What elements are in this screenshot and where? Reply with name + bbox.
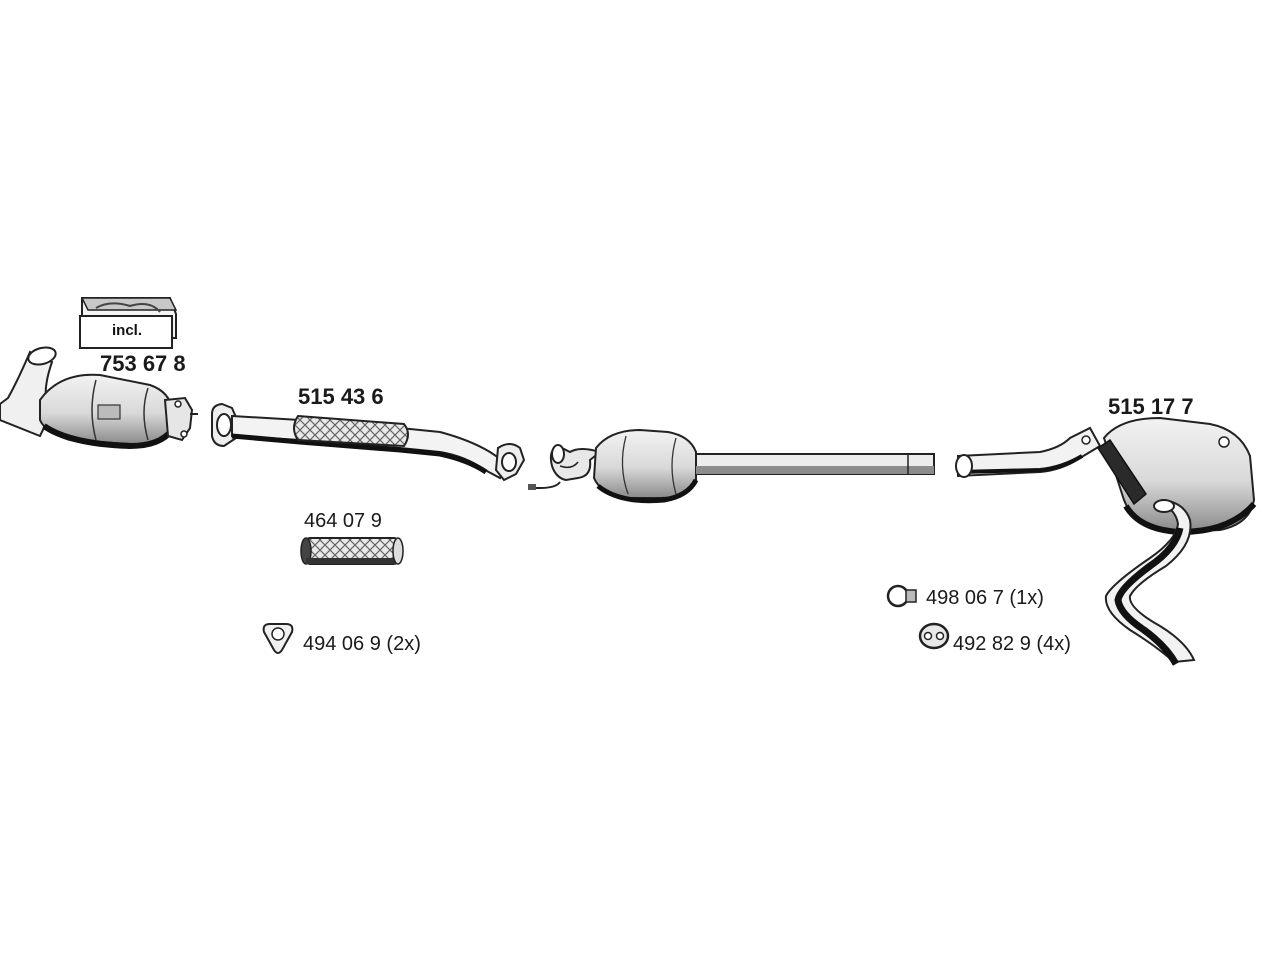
gasket-qty: (2x)	[386, 633, 421, 655]
flex-pipe-part[interactable]	[300, 537, 404, 565]
part-number-753-67-8: 753 67 8	[100, 351, 186, 376]
part-number-515-17-7: 515 17 7	[1108, 394, 1194, 419]
part-number-515-43-6: 515 43 6	[298, 384, 384, 409]
part-number-464-07-9: 464 07 9	[304, 510, 382, 532]
part-number-492-82-9: 492 82 9	[953, 633, 1031, 655]
included-hardware-box-icon	[79, 297, 178, 349]
part-number-498-06-7: 498 06 7	[926, 587, 1004, 609]
front-catalytic-converter[interactable]	[0, 345, 198, 450]
rear-muffler[interactable]	[955, 416, 1257, 666]
gasket-icon[interactable]	[262, 623, 294, 654]
clamp-icon[interactable]	[886, 584, 917, 608]
gasket-label: 494 06 9 (2x)	[303, 634, 421, 654]
part-number-494-06-9: 494 06 9	[303, 633, 381, 655]
included-badge-label: incl.	[111, 322, 142, 339]
clamp-qty: (1x)	[1009, 587, 1044, 609]
rubber-mount-label: 492 82 9 (4x)	[953, 634, 1071, 654]
front-pipe[interactable]	[211, 402, 526, 482]
clamp-label: 498 06 7 (1x)	[926, 588, 1044, 608]
rubber-mount-icon[interactable]	[918, 622, 950, 650]
middle-catalytic-converter[interactable]	[528, 428, 935, 504]
rubber-mount-qty: (4x)	[1036, 633, 1071, 655]
